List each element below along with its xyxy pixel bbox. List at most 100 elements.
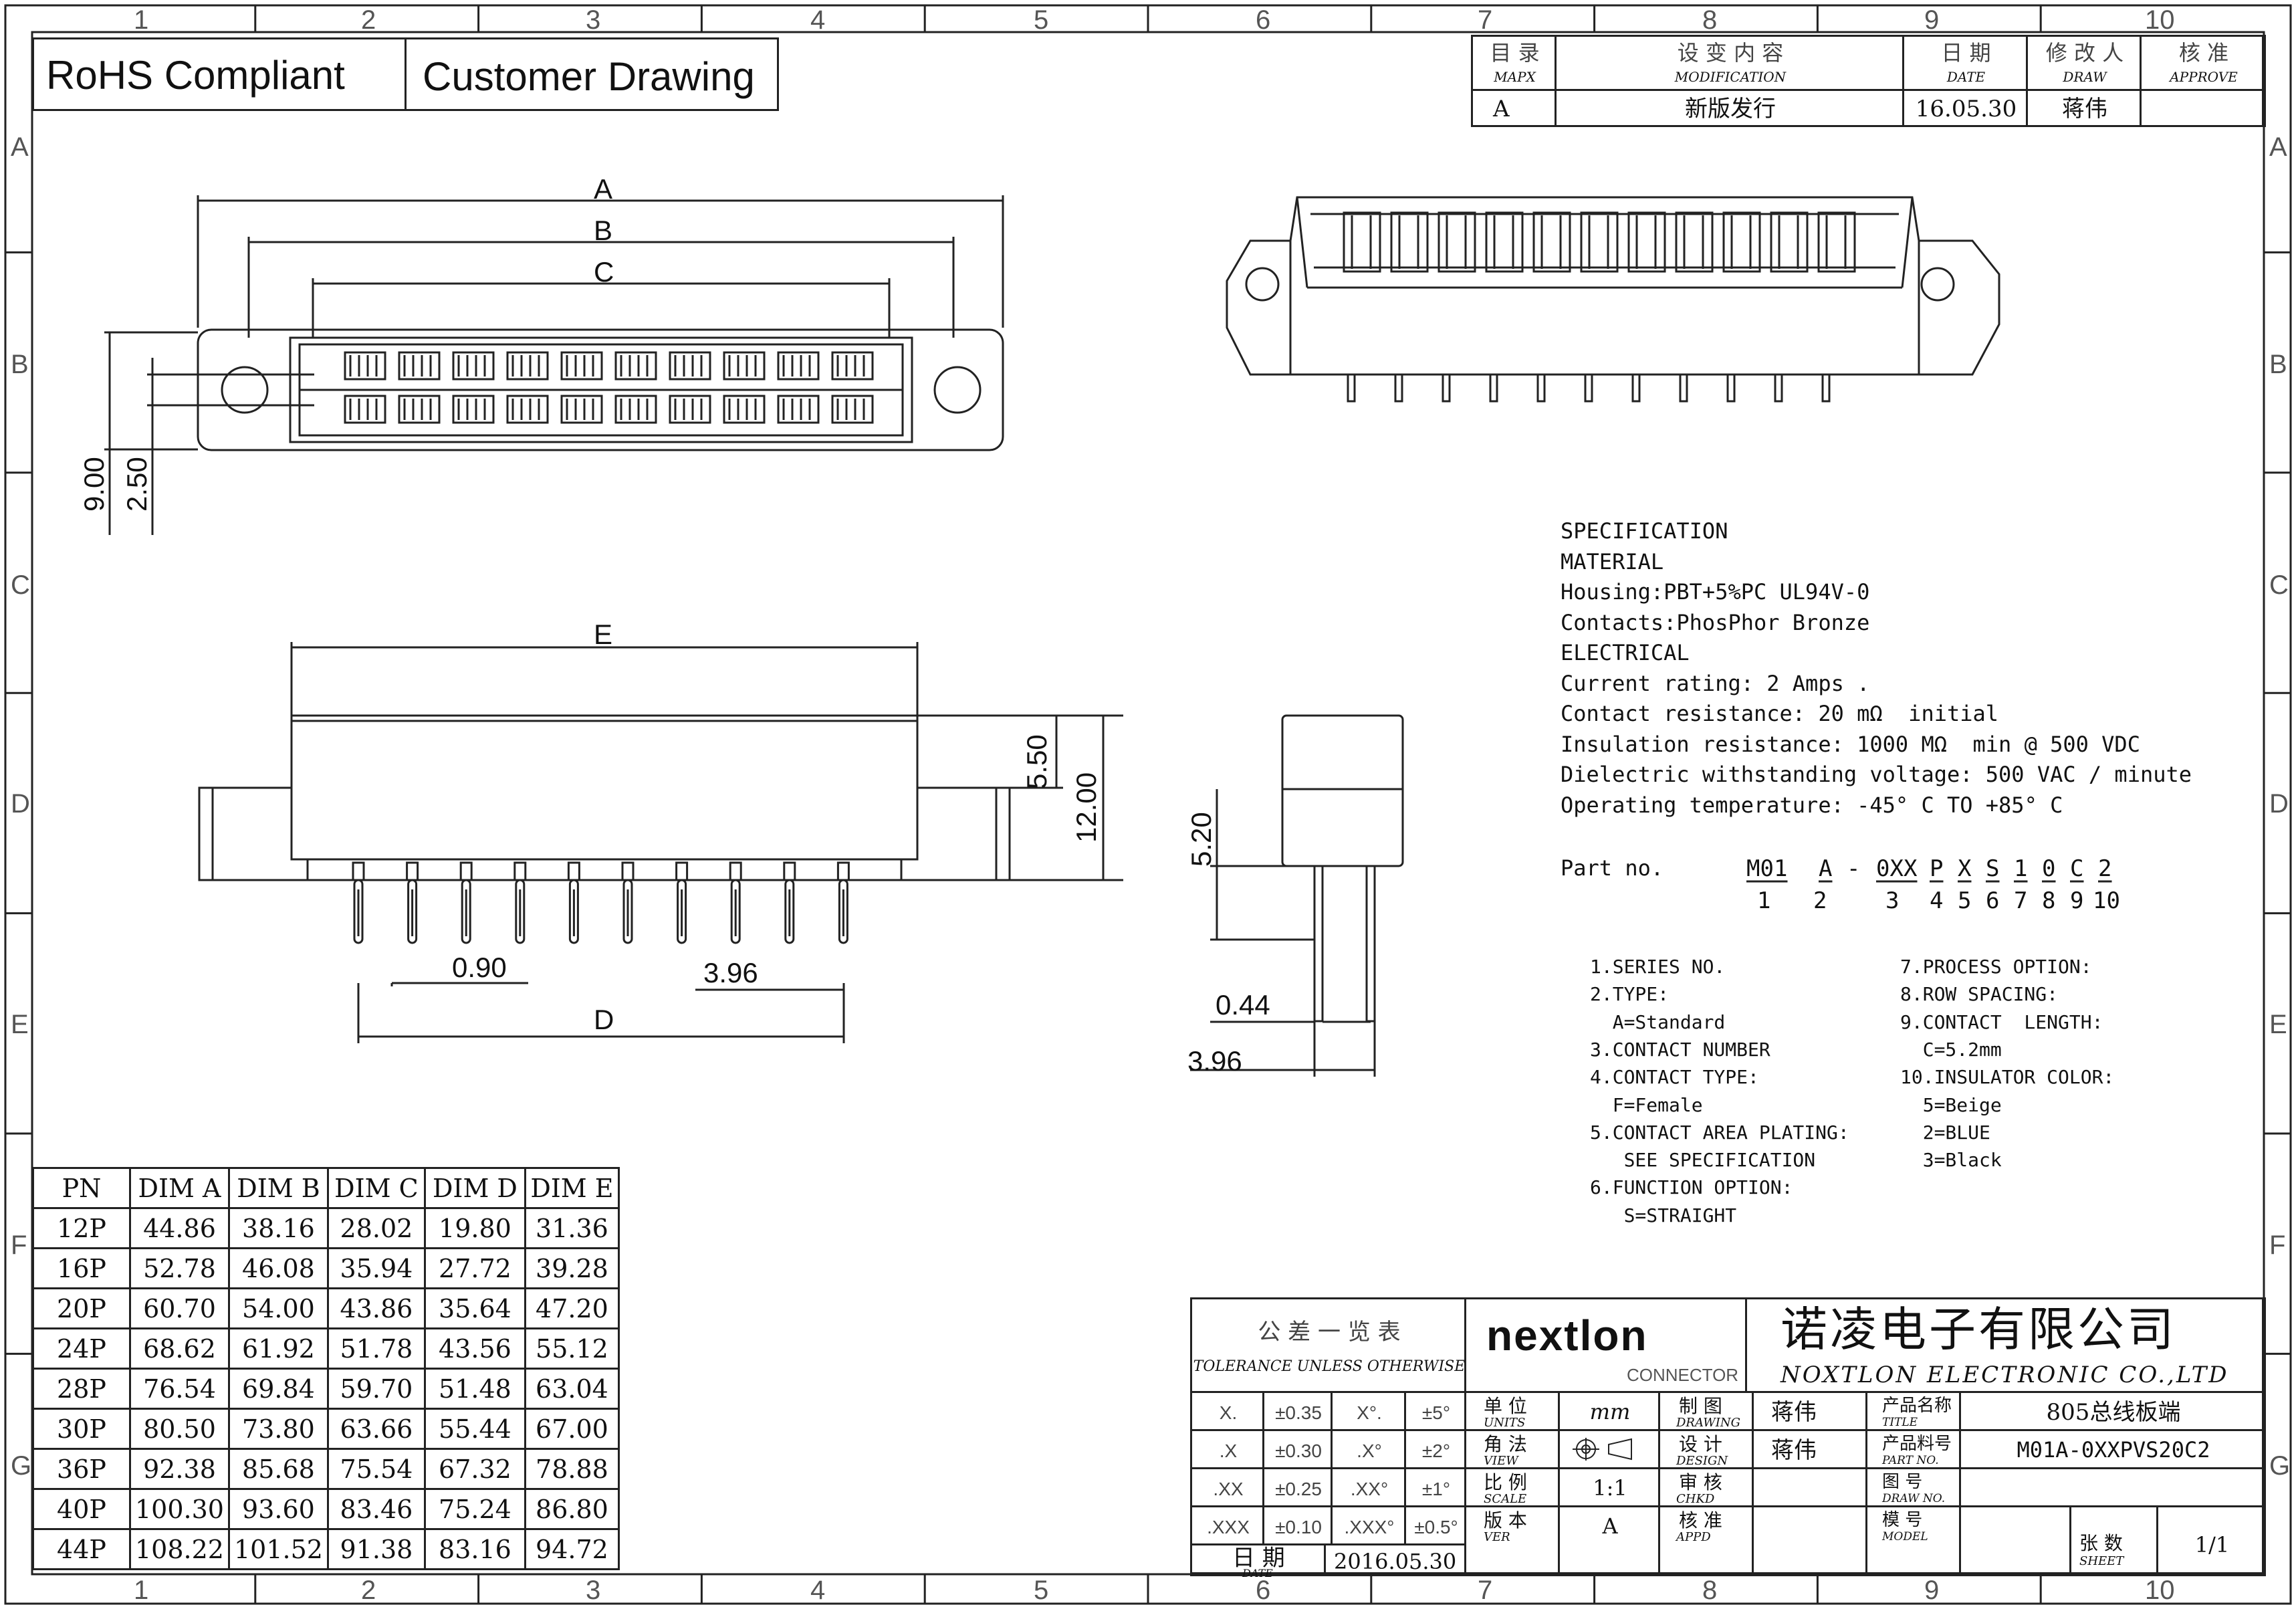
- option-right-line: 8.ROW SPACING:: [1900, 983, 2059, 1006]
- ver-value-cell: A: [1558, 1505, 1660, 1576]
- scale-label-cn: 比 例: [1484, 1471, 1527, 1493]
- revision-header-en: DATE: [1946, 69, 1986, 85]
- grid-col-top: 2: [361, 5, 376, 35]
- part-segment: M01: [1746, 855, 1788, 882]
- model-label-cn: 模 号: [1882, 1510, 1923, 1530]
- option-left-line: F=Female: [1590, 1093, 1703, 1116]
- drawno-label-en: DRAW NO.: [1882, 1492, 1946, 1505]
- option-left-line: 3.CONTACT NUMBER: [1590, 1038, 1770, 1061]
- drawing-value: 蒋伟: [1771, 1399, 1817, 1426]
- revision-draw: 蒋伟: [2062, 96, 2107, 122]
- grid-col-bottom: 2: [361, 1576, 376, 1605]
- iso-pin: [1679, 373, 1688, 403]
- part-segment: 1: [2014, 855, 2028, 882]
- dimension-cell: 59.70: [326, 1368, 426, 1410]
- pin-base: [621, 861, 635, 881]
- iso-contact: [1532, 211, 1571, 273]
- front-contact: [777, 395, 820, 424]
- option-left-line: 1.SERIES NO.: [1590, 956, 1726, 978]
- scale-label-en: SCALE: [1484, 1492, 1527, 1506]
- dimension-cell: 86.80: [524, 1488, 620, 1530]
- ver-label-en: VER: [1484, 1530, 1510, 1544]
- dimension-cell: 28.02: [326, 1207, 426, 1249]
- iso-contact: [1390, 211, 1429, 273]
- revision-modification: 新版发行: [1685, 96, 1776, 122]
- tolerance-cell: .X°: [1331, 1429, 1406, 1469]
- tolerance-value: ±1°: [1421, 1479, 1451, 1499]
- company-name-en: NOXTLON ELECTRONIC CO.,LTD: [1781, 1362, 2229, 1388]
- tolerance-value: ±0.30: [1275, 1440, 1322, 1461]
- dimension-cell: 85.68: [227, 1448, 329, 1490]
- front-contact: [723, 395, 766, 424]
- side-pin: [784, 879, 795, 944]
- front-view: [104, 195, 1004, 535]
- projection-symbol-icon: [1571, 1438, 1645, 1461]
- appd-value-cell: [1752, 1505, 1867, 1576]
- part-index: 10: [2093, 887, 2120, 914]
- tolerance-value: X.: [1219, 1402, 1238, 1423]
- iso-pin: [1489, 373, 1498, 403]
- dimension-cell: 69.84: [227, 1368, 329, 1410]
- pin-base: [675, 861, 689, 881]
- pin-base: [513, 861, 527, 881]
- grid-col-top: 1: [134, 5, 149, 35]
- side-pin: [461, 879, 471, 944]
- front-contact: [831, 351, 874, 381]
- view-label-cn: 角 法: [1484, 1433, 1527, 1455]
- dimension-cell: 80.50: [129, 1408, 230, 1450]
- part-segment: 0XX: [1876, 855, 1918, 882]
- option-left-line: 4.CONTACT TYPE:: [1590, 1066, 1759, 1089]
- iso-pin: [1442, 373, 1451, 403]
- dimension-cell: 19.80: [423, 1207, 526, 1249]
- dim-a-label: A: [594, 173, 613, 205]
- dimension-cell: 83.16: [423, 1528, 526, 1570]
- revision-row-cell: A: [1471, 89, 1557, 127]
- option-left-line: 2.TYPE:: [1590, 983, 1670, 1006]
- grid-row-left: F: [11, 1230, 27, 1260]
- option-left-line: A=Standard: [1590, 1010, 1726, 1033]
- dimension-cell: 108.22: [129, 1528, 230, 1570]
- appd-label-en: APPD: [1676, 1530, 1711, 1544]
- side-pin: [622, 879, 633, 944]
- spec-line: MATERIAL: [1561, 548, 1664, 574]
- spec-line: Insulation resistance: 1000 MΩ min @ 500…: [1561, 731, 2140, 757]
- dimension-cell: 36P: [32, 1448, 131, 1490]
- grid-col-bottom: 5: [1034, 1576, 1049, 1605]
- iso-pin: [1347, 373, 1356, 403]
- option-right-line: 2=BLUE: [1900, 1121, 1990, 1144]
- tolerance-cell: X.: [1190, 1391, 1264, 1431]
- dimension-cell: 76.54: [129, 1368, 230, 1410]
- iso-contact: [1438, 211, 1476, 273]
- date-value-cell: 2016.05.30: [1324, 1543, 1466, 1576]
- dimension-cell: 24P: [32, 1327, 131, 1370]
- dim-b-label: B: [594, 215, 613, 246]
- option-left-line: S=STRAIGHT: [1590, 1204, 1737, 1226]
- design-label-cn: 设 计: [1679, 1433, 1722, 1455]
- pin-base: [836, 861, 850, 881]
- dimension-cell: 60.70: [129, 1287, 230, 1329]
- tolerance-value: .X: [1219, 1440, 1238, 1461]
- front-contact: [506, 351, 549, 381]
- grid-col-top: 5: [1034, 5, 1049, 35]
- dimension-cell: 28P: [32, 1368, 131, 1410]
- front-contact: [344, 395, 386, 424]
- revision-header-en: DRAW: [2063, 69, 2107, 85]
- tolerance-value: ±2°: [1421, 1440, 1451, 1461]
